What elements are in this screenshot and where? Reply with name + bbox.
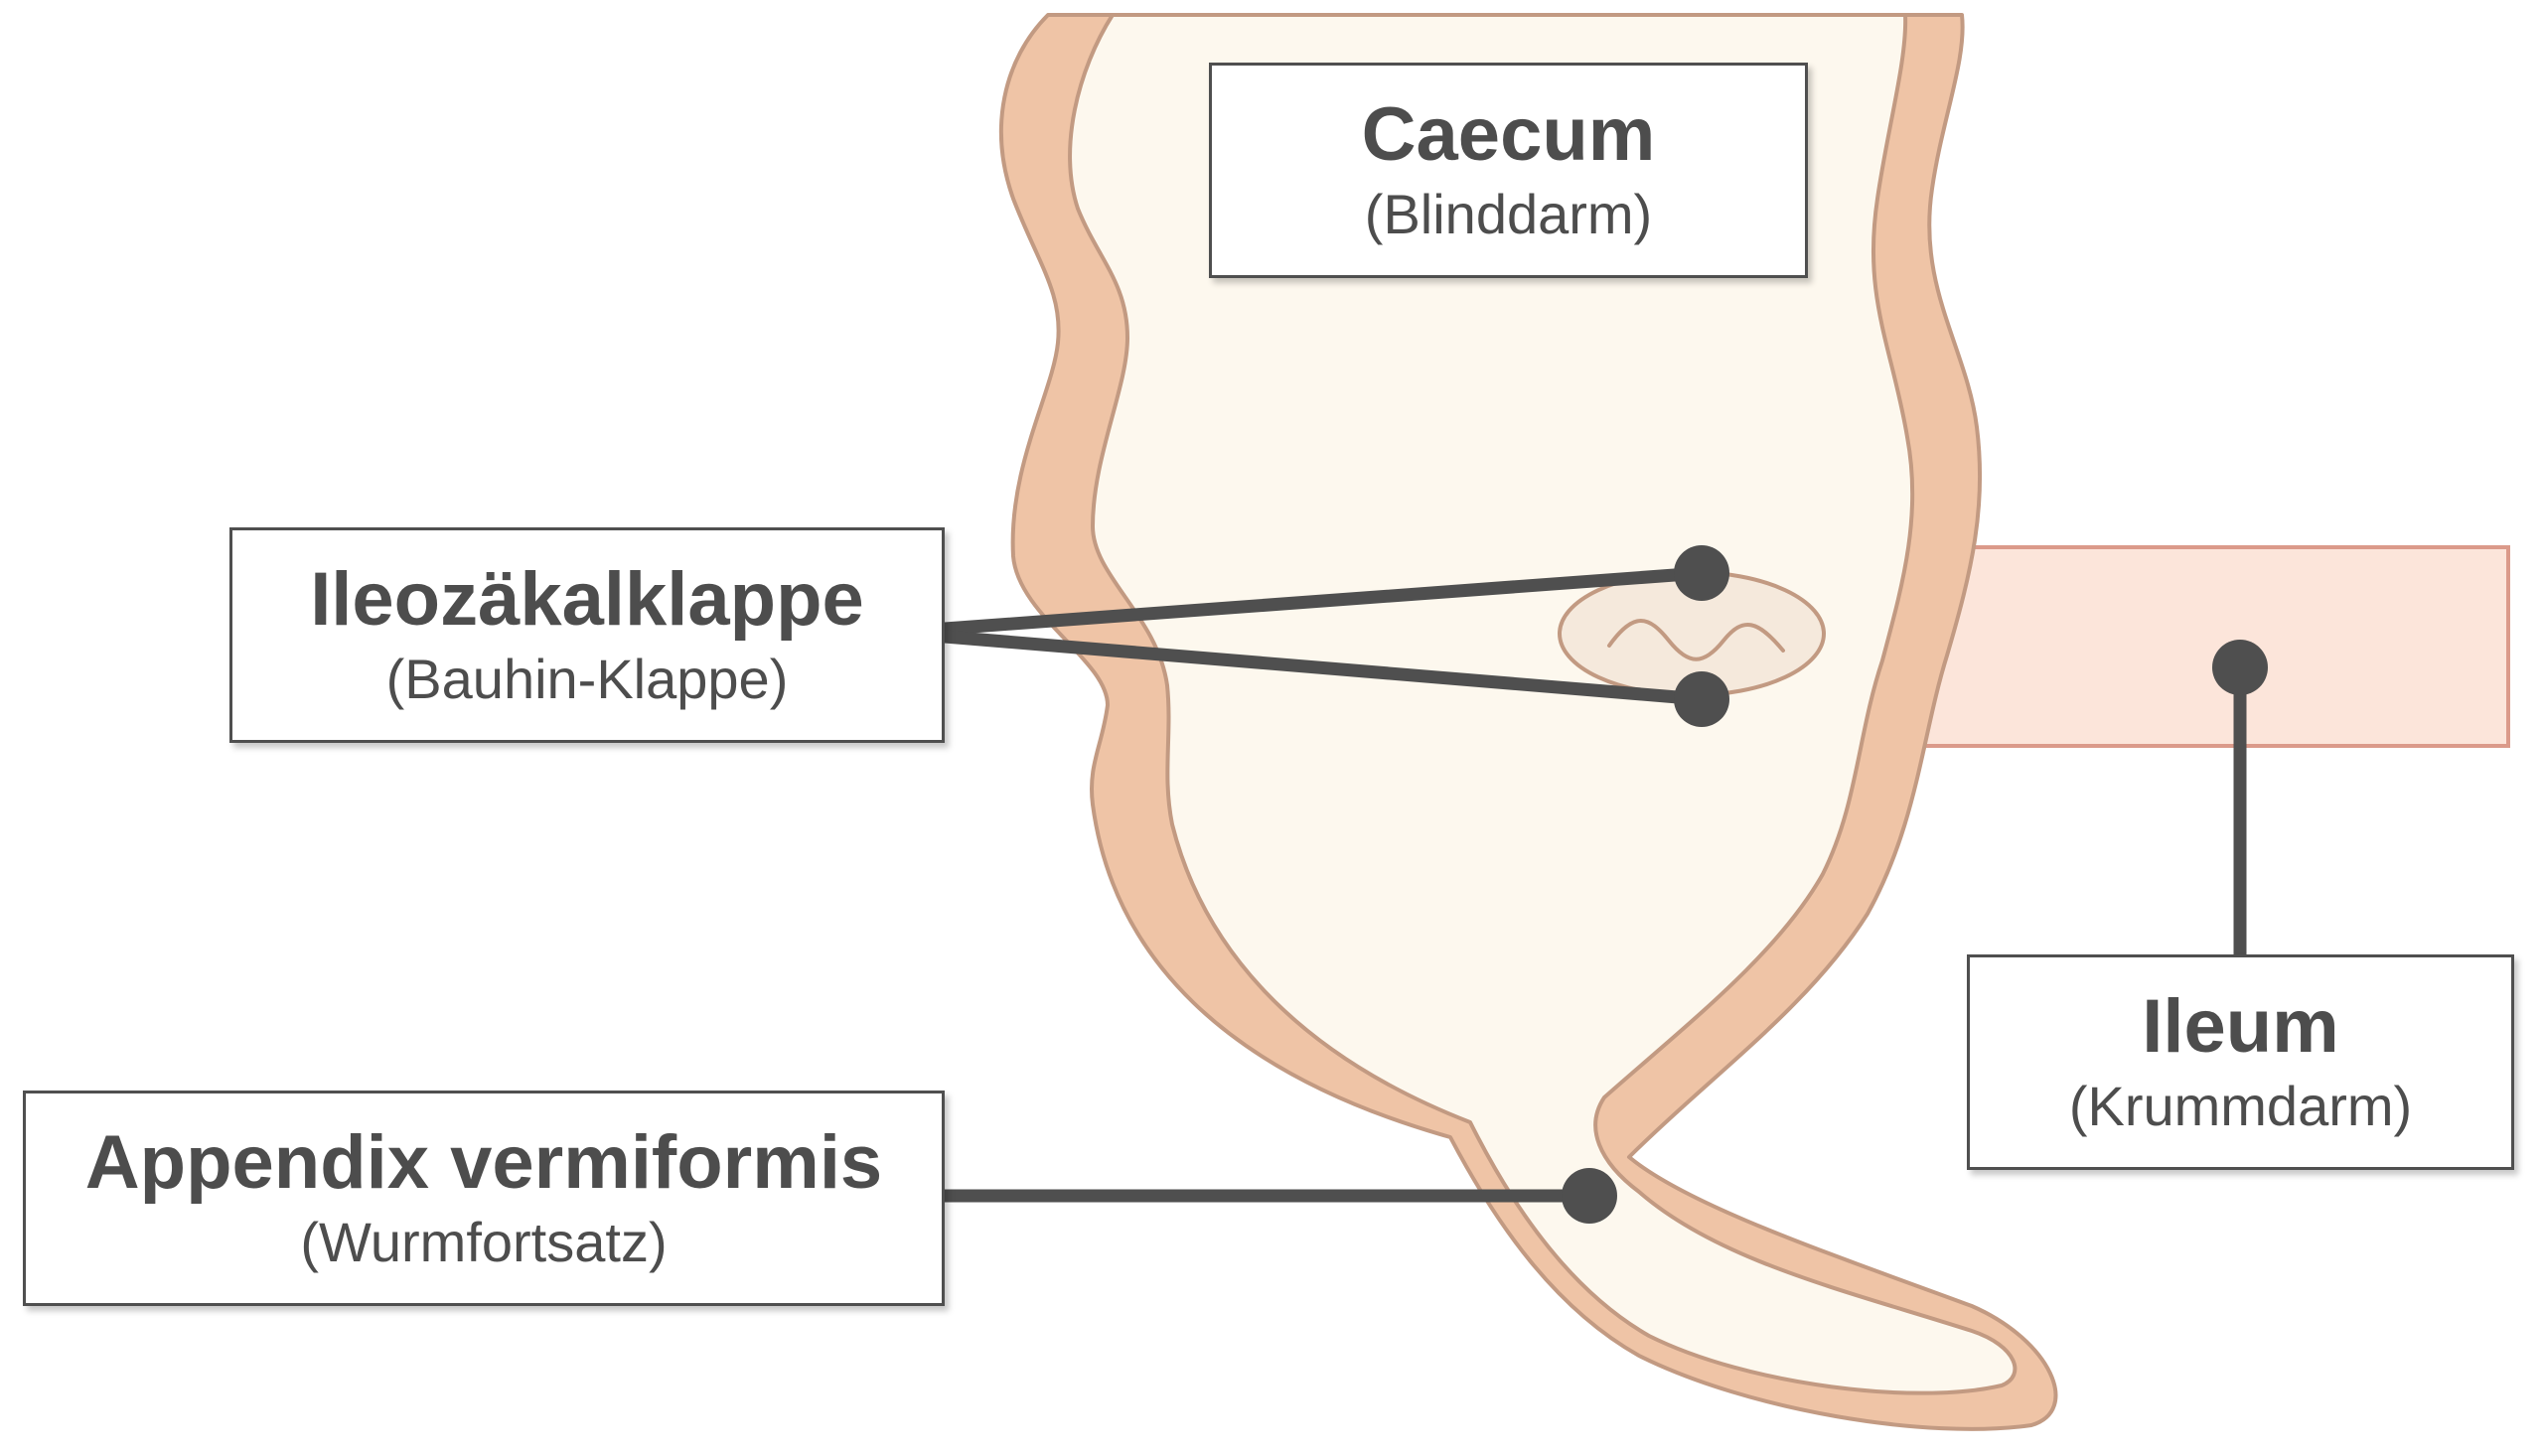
ileum-title: Ileum [2142, 983, 2339, 1069]
ileum-label-box: Ileum (Krummdarm) [1967, 954, 2514, 1170]
ileocecal-valve-slit [1607, 619, 1785, 661]
caecum-lumen [1068, 13, 2018, 1395]
ileocecal-valve-label-box: Ileozäkalklappe (Bauhin-Klappe) [229, 527, 945, 743]
caecum-subtitle: (Blinddarm) [1364, 182, 1653, 245]
appendix-dot [1562, 1168, 1617, 1224]
ileocecal-leader-upper [938, 566, 1709, 636]
leader-dots [1562, 545, 2268, 1224]
ileocecal-dot-lower [1674, 671, 1729, 727]
appendix-title: Appendix vermiformis [84, 1119, 883, 1205]
ileum-dot [2212, 640, 2268, 695]
ileocecal-valve-title: Ileozäkalklappe [310, 556, 864, 642]
ileocecal-leader-lower [938, 630, 1709, 706]
appendix-label-box: Appendix vermiformis (Wurmfortsatz) [23, 1091, 945, 1306]
caecum-title: Caecum [1361, 91, 1656, 177]
ileum-subtitle: (Krummdarm) [2068, 1074, 2413, 1137]
caecum-top-fade [993, 0, 1997, 12]
ileocecal-dot-upper [1674, 545, 1729, 601]
ileocecal-valve-subtitle: (Bauhin-Klappe) [385, 647, 789, 710]
leader-lines [938, 566, 2247, 1203]
appendix-subtitle: (Wurmfortsatz) [300, 1210, 668, 1273]
ileum-tube [1905, 545, 2510, 748]
caecum-label-box: Caecum (Blinddarm) [1209, 63, 1808, 278]
